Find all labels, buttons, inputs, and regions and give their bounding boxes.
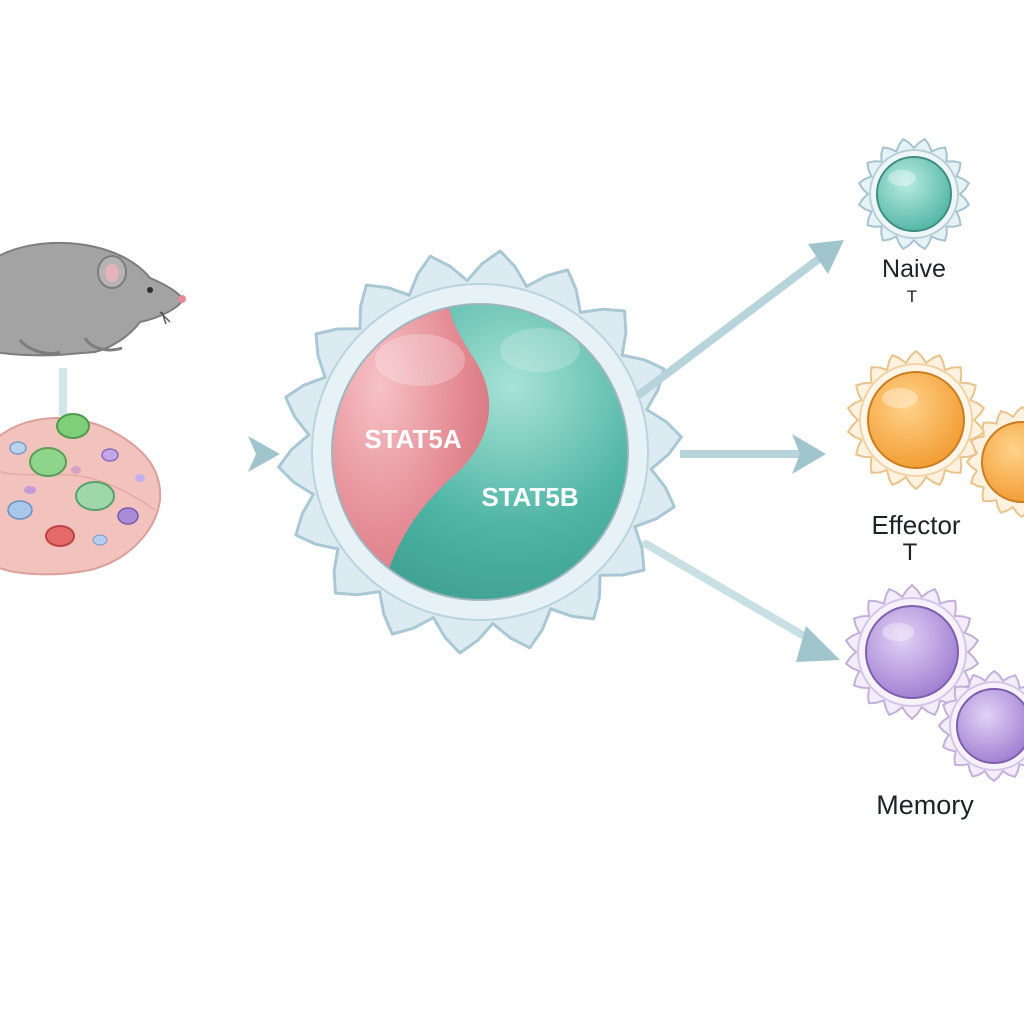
arrow-to-effector xyxy=(680,434,826,474)
effector-t-cell xyxy=(847,350,985,490)
arrow-to-naive xyxy=(636,240,844,398)
arrow-to-cell xyxy=(120,436,280,472)
naive-t-cell xyxy=(858,138,970,250)
effector-label: Effector xyxy=(871,510,961,540)
mouse-tissue-connector xyxy=(59,368,67,416)
stat5a-domain xyxy=(332,304,490,600)
memory-label: Memory xyxy=(876,790,974,820)
stat5a-label: STAT5A xyxy=(364,424,461,454)
naive-label: Naive xyxy=(882,255,946,283)
nucleus xyxy=(332,304,628,600)
memory-t-cell xyxy=(845,584,979,720)
memory-t-cell-secondary xyxy=(938,670,1024,782)
effector-t-cell-secondary xyxy=(966,406,1024,518)
naive-sublabel: T xyxy=(906,287,918,306)
tissue-icon xyxy=(0,413,162,576)
effector-sublabel: T xyxy=(902,539,918,566)
mouse-icon xyxy=(0,241,186,357)
central-t-cell: STAT5A STAT5B xyxy=(277,249,683,655)
stat5b-label: STAT5B xyxy=(481,482,578,512)
arrow-to-memory xyxy=(642,540,840,662)
